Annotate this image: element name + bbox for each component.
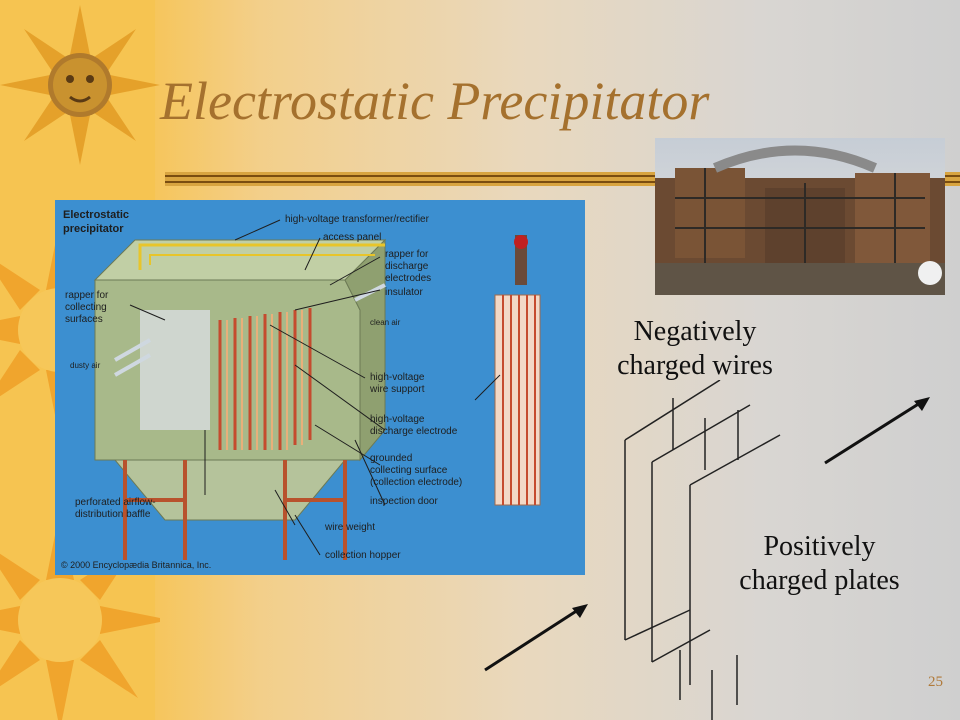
label-rapper-collecting-2: collecting [65,302,107,313]
charged-plate [689,434,781,486]
plant-photo [655,138,945,295]
precipitator-diagram: Electrostatic precipitator high-voltage … [55,200,585,575]
plates-wires-schematic [484,380,930,720]
label-rapper-collecting-1: rapper for [65,290,109,301]
label-discharge-electrode-2: discharge electrode [370,426,458,437]
slide-title: Electrostatic Precipitator [160,71,710,131]
label-clean-air: clean air [370,318,401,327]
label-baffle-1: perforated airflow- [75,497,156,508]
label-grounded-2: collecting surface [370,465,448,476]
label-dusty-air: dusty air [70,361,101,370]
label-discharge-electrode-1: high-voltage [370,414,425,425]
label-wire-support-1: high-voltage [370,372,425,383]
label-insulator: insulator [385,287,423,298]
label-rapper-collecting-3: surfaces [65,314,103,325]
diagram-heading-line1: Electrostatic [63,209,129,221]
airflow-in-arrowhead [572,604,588,618]
label-inspection-door: inspection door [370,496,438,507]
sun-face-icon [0,5,160,165]
page-number: 25 [928,674,943,690]
label-collection-hopper: collection hopper [325,550,401,561]
airflow-in-arrow [484,608,579,672]
charged-plate [651,404,751,463]
diagram-illustration: Electrostatic precipitator high-voltage … [61,209,541,570]
label-access-panel: access panel [323,232,381,243]
label-rapper-discharge-1: rapper for [385,249,429,260]
airflow-out-arrowhead [914,397,930,411]
label-grounded-3: (collection electrode) [370,477,462,488]
label-wire-weight: wire weight [324,522,375,533]
label-grounded-1: grounded [370,453,412,464]
label-wire-support-2: wire support [369,384,425,395]
label-rapper-discharge-3: electrodes [385,273,431,284]
label-transformer: high-voltage transformer/rectifier [285,214,430,225]
negative-wires-label-line2: charged wires [617,350,773,381]
positive-plates-label-line1: Positively [763,531,876,562]
label-baffle-2: distribution baffle [75,509,151,520]
negative-wires-label-line1: Negatively [633,316,757,347]
label-rapper-discharge-2: discharge [385,261,429,272]
diagram-heading-line2: precipitator [63,223,124,235]
diagram-copyright: © 2000 Encyclopædia Britannica, Inc. [61,560,211,570]
positive-plates-label-line2: charged plates [739,565,900,596]
airflow-out-arrow [824,401,921,465]
